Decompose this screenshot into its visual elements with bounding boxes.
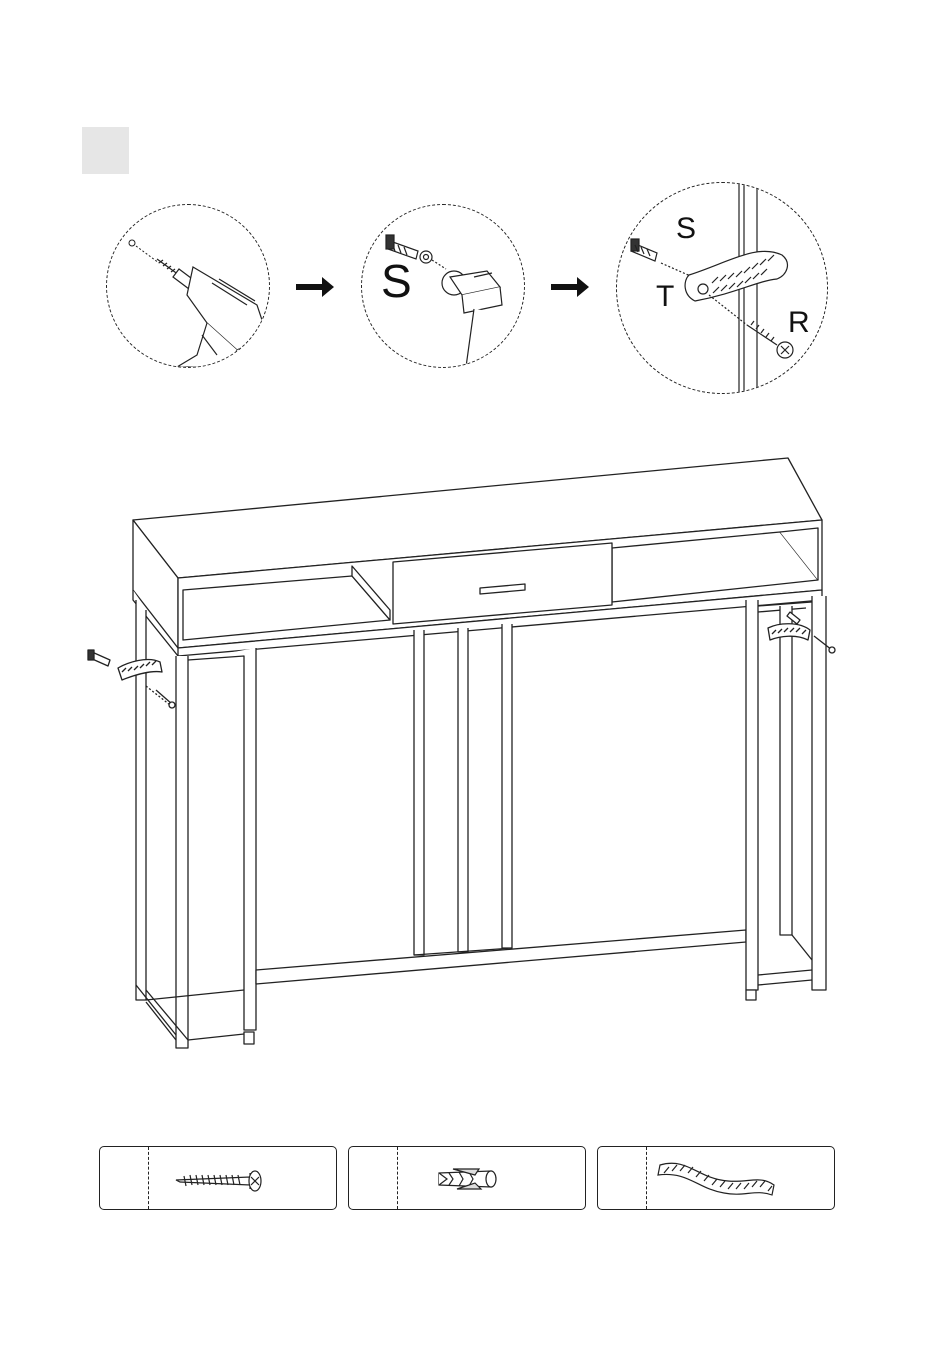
console-table-drawing (0, 440, 933, 1060)
strap-icon (617, 183, 827, 393)
step-number-box (82, 127, 129, 174)
callout-r: R (788, 308, 810, 338)
detail-strap-fixing (616, 182, 828, 394)
callout-s-large: S (381, 258, 412, 304)
wall-anchor-icon (349, 1147, 585, 1209)
callout-s: S (676, 214, 696, 244)
part-box-anchor (348, 1146, 586, 1210)
part-box-strap (597, 1146, 835, 1210)
detail-drill-hole (106, 204, 270, 368)
arrow-right-icon (551, 276, 591, 298)
arrow-right-icon (296, 276, 336, 298)
strap-icon (598, 1147, 834, 1209)
screw-icon (100, 1147, 336, 1209)
drill-icon (107, 205, 269, 367)
callout-t: T (656, 282, 674, 312)
part-box-screw (99, 1146, 337, 1210)
